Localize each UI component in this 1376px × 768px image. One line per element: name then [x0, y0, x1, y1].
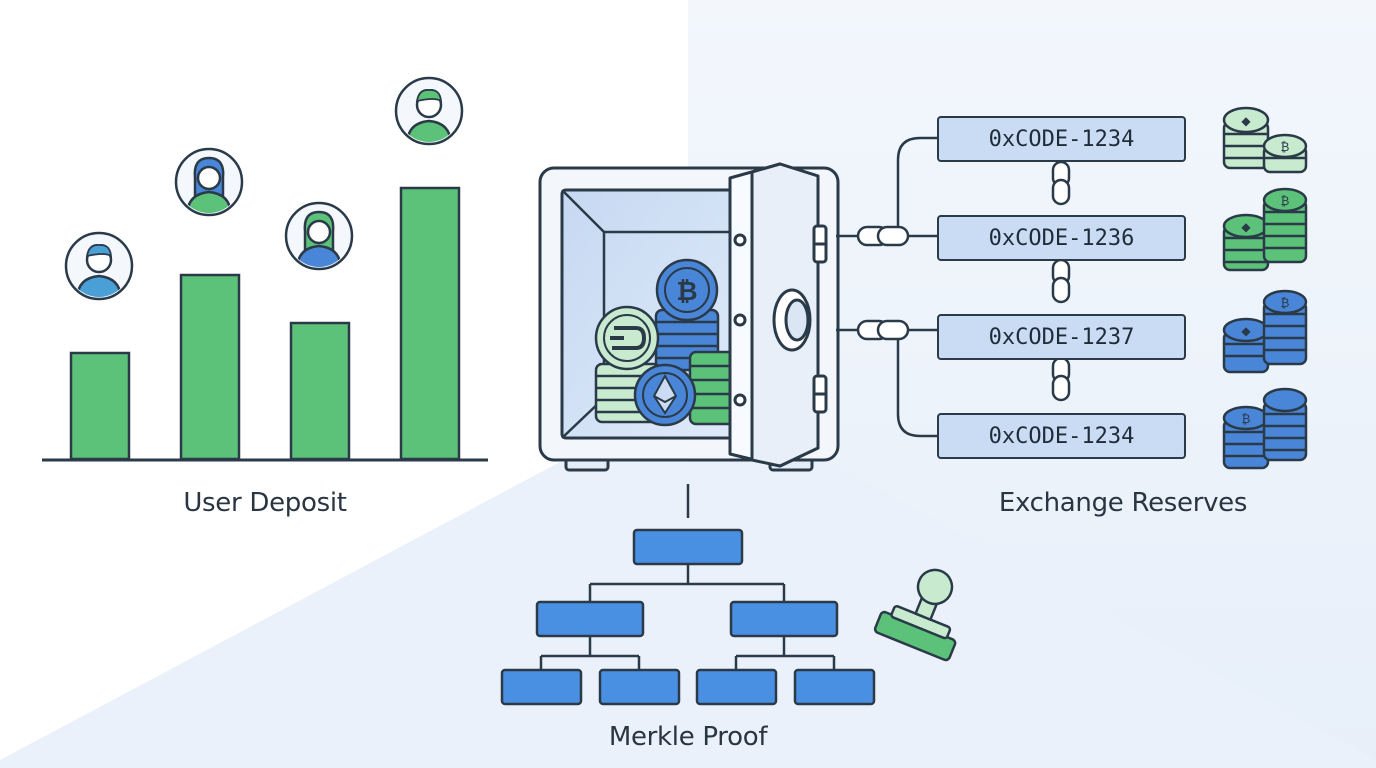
reserve-address-box: 0xCODE-1237 — [937, 314, 1186, 360]
user-avatars — [64, 76, 464, 301]
user-avatar-icon — [174, 147, 244, 217]
user-deposit-chart — [42, 186, 488, 462]
coin-stack: ₿ — [1222, 387, 1308, 470]
svg-text:◆: ◆ — [1241, 114, 1251, 128]
background-spotlight — [0, 462, 1376, 768]
merkle-node — [535, 600, 645, 638]
deposit-bar — [399, 186, 461, 461]
svg-text:₿: ₿ — [1242, 412, 1251, 426]
chain-link-icon — [856, 225, 910, 341]
ethereum-coin-icon — [633, 363, 697, 427]
merkle-proof-label: Merkle Proof — [608, 722, 768, 752]
user-deposit-label: User Deposit — [183, 488, 347, 518]
vault-dial-icon — [772, 288, 812, 352]
reserve-address-text: 0xCODE-1236 — [988, 225, 1135, 251]
chain-link-icon — [1051, 160, 1071, 402]
svg-text:₿: ₿ — [1281, 296, 1290, 310]
coin-stack — [688, 350, 738, 426]
deposit-bar — [69, 351, 131, 461]
svg-text:₿: ₿ — [1281, 194, 1290, 208]
reserve-address-text: 0xCODE-1234 — [988, 126, 1135, 152]
user-avatar-icon — [64, 231, 134, 301]
reserve-address-box: 0xCODE-1236 — [937, 215, 1186, 261]
reserve-address-box: 0xCODE-1234 — [937, 413, 1186, 459]
merkle-leaf-node — [695, 668, 778, 706]
reserve-address-text: 0xCODE-1234 — [988, 423, 1135, 449]
vault-coins: ₿ — [594, 258, 738, 427]
reserve-address-box: 0xCODE-1234 — [937, 116, 1186, 162]
svg-text:₿: ₿ — [1281, 140, 1290, 154]
merkle-leaf-node — [598, 668, 681, 706]
merkle-leaf-node — [793, 668, 876, 706]
coin-stack: ◆ ₿ — [1222, 289, 1308, 374]
reserve-address-text: 0xCODE-1237 — [988, 324, 1135, 350]
approval-stamp-icon — [873, 568, 957, 662]
reserve-coins: ◆ ₿ ◆ ₿ ◆ ₿ — [1222, 106, 1308, 470]
merkle-root-node — [632, 528, 744, 566]
reserve-connectors — [836, 136, 937, 438]
svg-text:₿: ₿ — [676, 277, 697, 307]
dash-coin-icon — [594, 305, 660, 371]
merkle-node — [729, 600, 839, 638]
bitcoin-coin-icon: ₿ — [655, 258, 719, 322]
user-avatar-icon — [284, 201, 354, 271]
coin-stack: ◆ ₿ — [1222, 106, 1308, 174]
deposit-bar — [289, 321, 351, 461]
svg-text:◆: ◆ — [1241, 220, 1251, 234]
coin-stack: ◆ ₿ — [1222, 187, 1308, 272]
deposit-bar — [179, 273, 241, 461]
exchange-reserves-label: Exchange Reserves — [998, 488, 1248, 518]
svg-text:◆: ◆ — [1241, 324, 1251, 338]
vault-door — [728, 162, 828, 468]
user-avatar-icon — [394, 76, 464, 146]
merkle-leaf-node — [500, 668, 583, 706]
merkle-tree-icon — [500, 484, 876, 706]
